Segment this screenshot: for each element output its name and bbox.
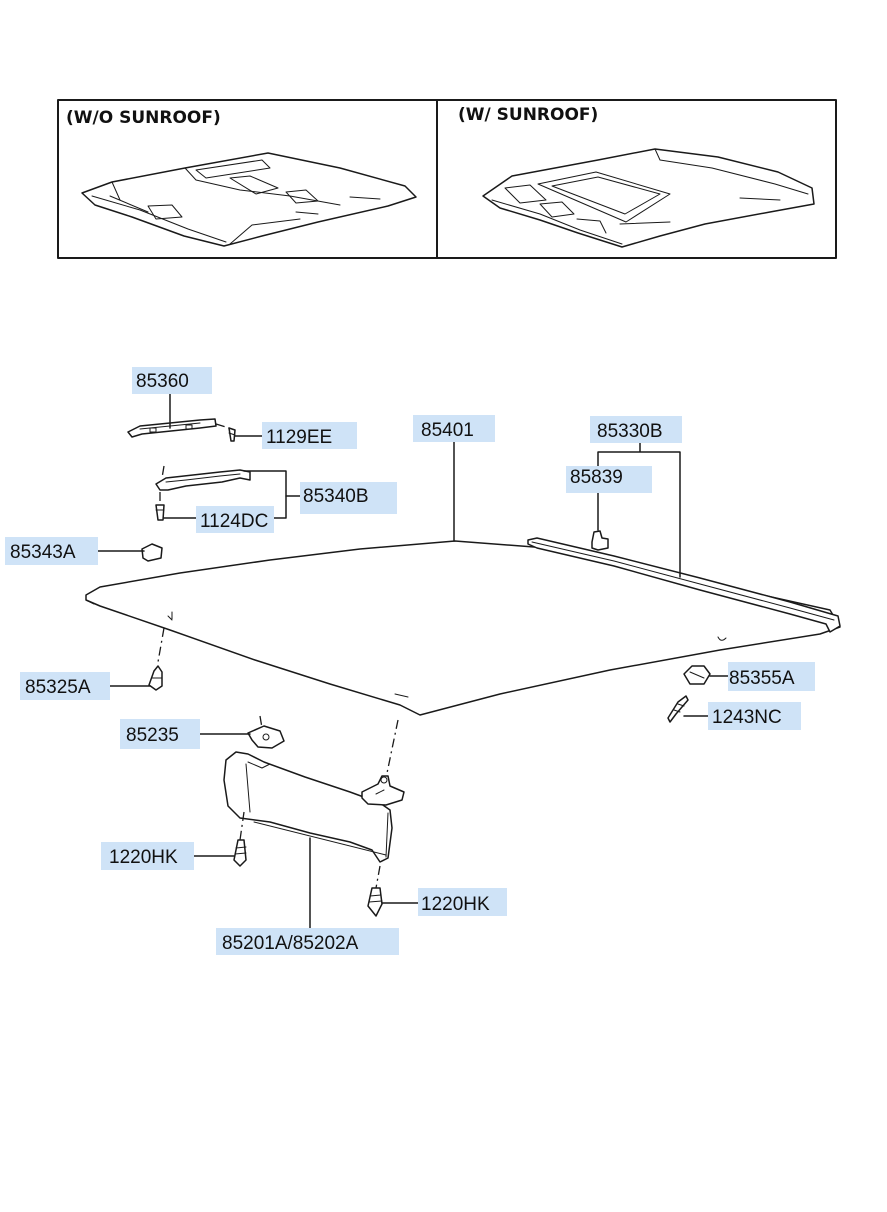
screw-1124DC [155,504,165,521]
clip-85325A [148,627,165,691]
part-label-85201A-85202A: 85201A/85202A [222,933,359,954]
part-label-1243NC: 1243NC [712,707,782,728]
part-label-85340B: 85340B [303,486,369,507]
part-label-85839: 85839 [570,467,623,488]
label-highlight [120,719,200,749]
screw-1129EE [215,423,236,442]
part-label-1124DC: 1124DC [200,511,268,532]
part-label-1129EE: 1129EE [266,427,332,448]
rear-trim-strip-85330B [527,537,841,633]
inset-frame [57,99,837,259]
label-highlight [5,537,98,565]
part-label-85343A: 85343A [10,542,76,563]
part-label-1220HK-left: 1220HK [109,847,178,868]
label-highlight [101,842,194,870]
cap-85343A [141,543,163,562]
label-highlight [590,416,682,443]
label-highlight [196,506,274,533]
sunvisor-holder-85235 [247,715,285,749]
sunroof-variant-inset: (W/O SUNROOF) (W/ SUNROOF) [57,99,837,259]
part-label-85360: 85360 [136,371,189,392]
label-highlight [216,928,399,955]
sunvisor-pivot-bracket [361,719,405,806]
part-label-85401: 85401 [421,420,474,441]
label-highlight [300,482,397,514]
clip-85839 [591,521,609,551]
label-highlight [566,466,652,493]
label-highlight [413,415,495,442]
assist-handle-85340B [155,465,251,505]
part-label-1220HK-right: 1220HK [421,894,490,915]
part-label-85325A: 85325A [25,677,91,698]
sunvisor-85201A-85202A [223,751,393,863]
screw-1220HK-right [367,865,383,917]
label-highlight [262,422,357,449]
headlining-85401 [85,540,841,716]
inset-label-without-sunroof: (W/O SUNROOF) [66,108,221,128]
headlining-with-sunroof-illustration [482,148,815,248]
label-highlight [132,367,212,394]
label-highlight [20,672,110,700]
headlining-without-sunroof-illustration [81,152,417,247]
bracket-85360 [127,418,217,438]
part-label-85235: 85235 [126,725,179,746]
part-number-labels: 85360 1129EE 85401 85330B 85839 85340B 1… [5,367,815,955]
part-label-85330B: 85330B [597,421,663,442]
label-highlight [708,702,801,730]
part-label-85355A: 85355A [729,668,795,689]
label-highlight [728,662,815,691]
retainer-85355A [683,665,711,685]
screw-1243NC [667,695,689,723]
label-highlight [418,888,507,916]
screw-1220HK-left [233,811,247,867]
inset-label-with-sunroof: (W/ SUNROOF) [458,105,598,125]
